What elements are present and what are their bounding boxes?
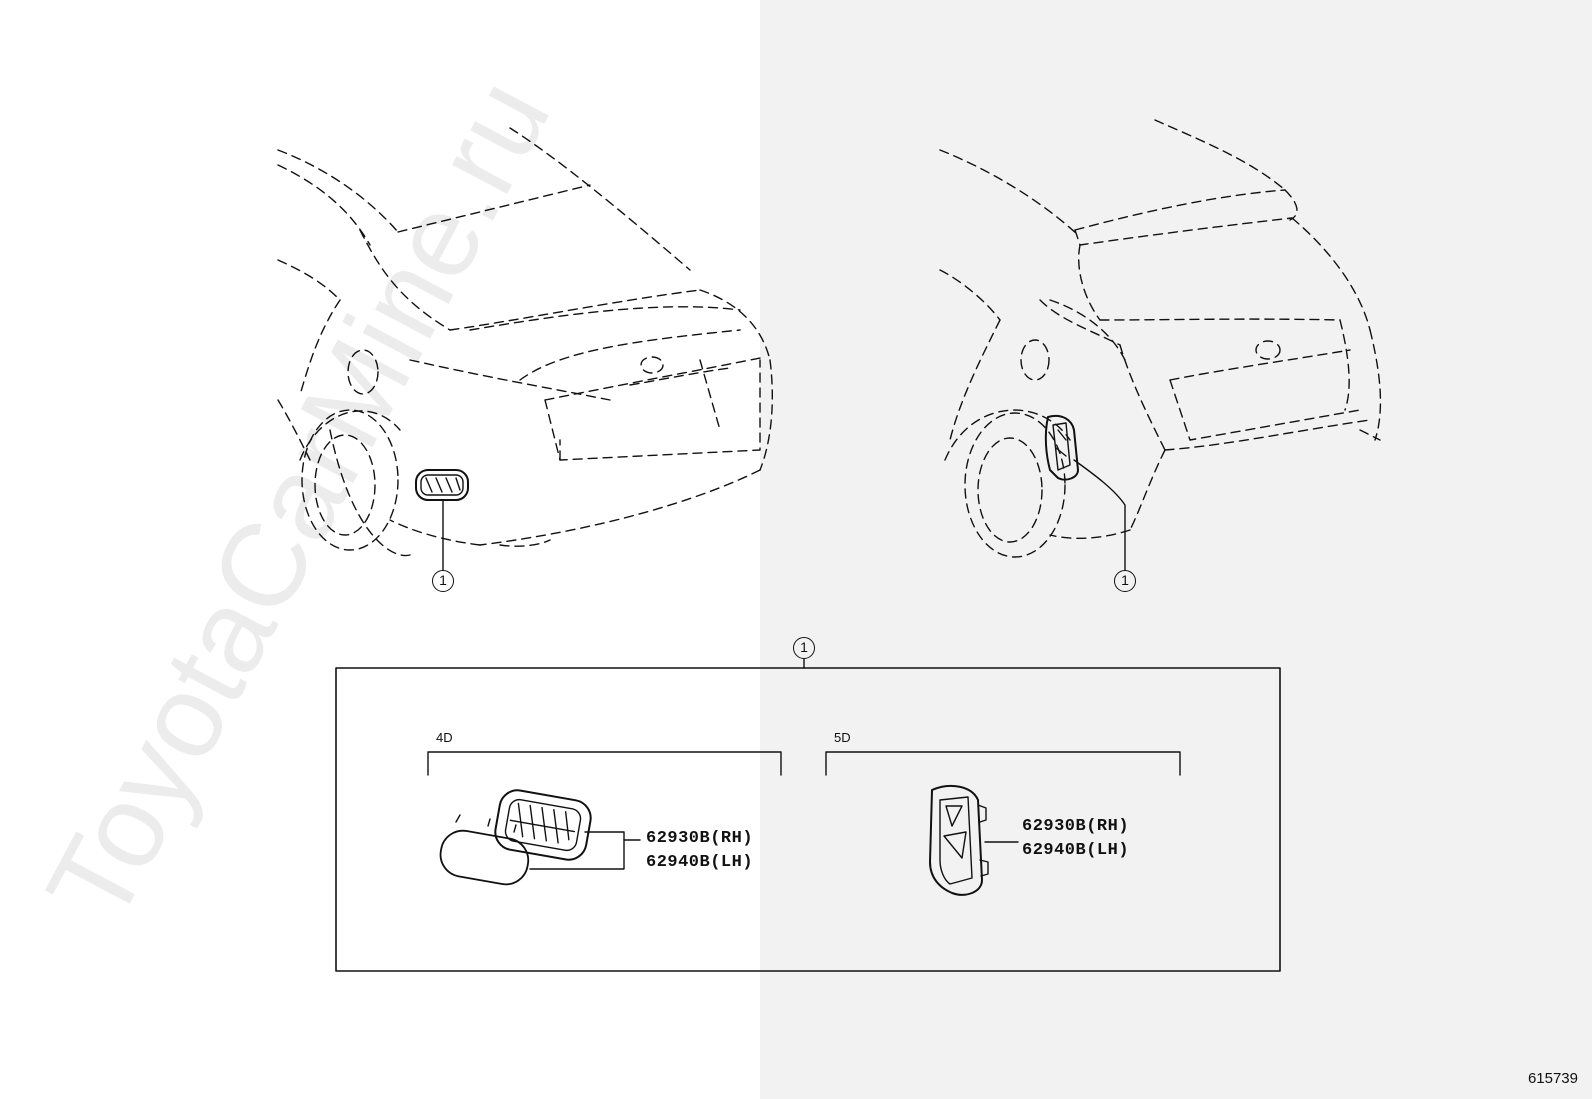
part-number-rh: 62930B(RH) (646, 829, 754, 848)
leader-line (1073, 459, 1126, 571)
figure-number: 615739 (1527, 1070, 1578, 1087)
hatchback-rear-illustration (939, 119, 1382, 558)
5d-reflector-detail (929, 784, 1019, 896)
sedan-reflector-on-car (415, 469, 469, 571)
part-number-rh: 62930B(RH) (1022, 817, 1130, 836)
hatchback-reflector-on-car (1044, 414, 1126, 571)
4d-reflector-detail (439, 789, 641, 886)
detail-box (335, 658, 1281, 972)
part-number-lh: 62940B(LH) (1022, 841, 1130, 860)
callout-number: 1 (432, 570, 454, 592)
group-label-5d: 5D (834, 730, 851, 745)
part-number-lh: 62940B(LH) (646, 853, 754, 872)
callout-number: 1 (1114, 570, 1136, 592)
callout-number: 1 (793, 637, 815, 659)
sedan-rear-illustration (277, 127, 773, 557)
shaded-background-panel (760, 0, 1592, 1099)
group-label-4d: 4D (436, 730, 453, 745)
